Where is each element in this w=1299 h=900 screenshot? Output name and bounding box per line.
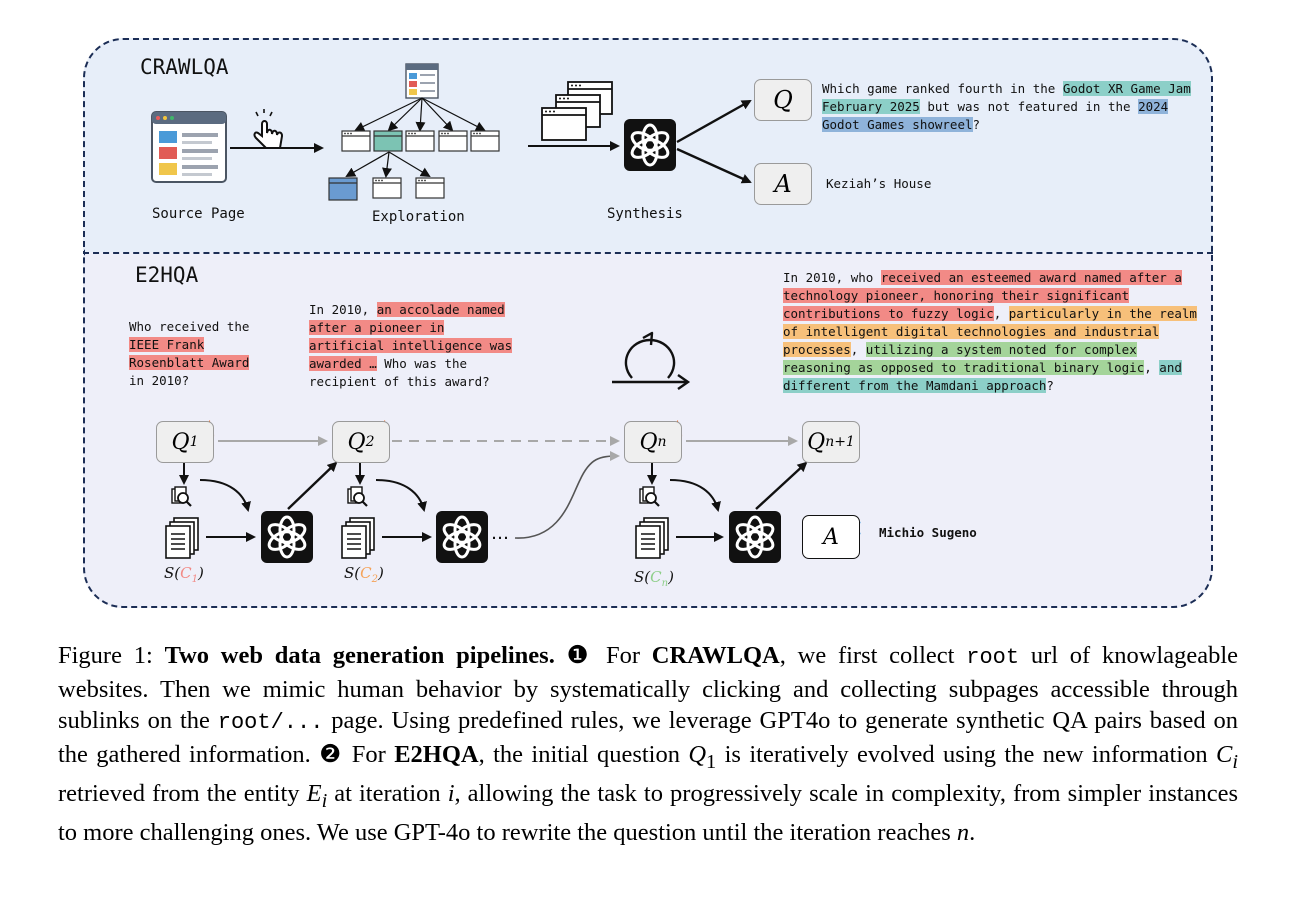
crawlqa-question-part-0: Which game ranked fourth in the — [822, 81, 1063, 96]
caption-e2hqa: E2HQA — [394, 740, 479, 768]
figure-caption: Figure 1: Two web data generation pipeli… — [58, 642, 1239, 847]
exploration-label: Exploration — [372, 209, 465, 225]
documents-icon-n — [635, 517, 669, 559]
search-icon-n — [638, 485, 661, 508]
final-answer-text: Michio Sugeno — [879, 525, 977, 540]
search-icon-1 — [170, 485, 193, 508]
caption-marker-1: ❶ — [566, 642, 595, 669]
q1-part-0: Who received the — [129, 319, 250, 334]
question-box: Q — [754, 79, 812, 121]
qn-part-4: , — [850, 342, 866, 357]
synthesis-label: Synthesis — [607, 206, 683, 222]
caption-code-root-dots: root/... — [217, 710, 324, 735]
gpt-synthesis-icon — [622, 117, 678, 173]
q1-part-1: IEEE Frank Rosenblatt Award — [129, 337, 250, 370]
crawlqa-question-text: Which game ranked fourth in the Godot XR… — [822, 80, 1192, 134]
crawlqa-question-part-4: ? — [972, 117, 981, 132]
arrow-to-a — [676, 147, 752, 184]
documents-icon-2 — [341, 517, 375, 559]
question-letter: Q — [773, 86, 793, 114]
s-label-c1: S(C1) — [164, 564, 204, 585]
q1-question-text: Who received the IEEE Frank Rosenblatt A… — [129, 318, 271, 390]
caption-crawlqa: CRAWLQA — [651, 642, 780, 669]
crawlqa-title: CRAWLQA — [140, 55, 229, 79]
documents-icon-1 — [165, 517, 199, 559]
crawlqa-answer-text: Keziah’s House — [826, 176, 932, 191]
qn-part-6: , — [1144, 360, 1160, 375]
caption-marker-2: ❷ — [319, 740, 344, 768]
qn-part-2: , — [993, 306, 1009, 321]
s-label-cn: S(Cn) — [634, 568, 674, 589]
click-hand-icon — [253, 109, 284, 149]
source-page-label: Source Page — [152, 206, 245, 222]
s-label-c2: S(C2) — [344, 564, 384, 585]
iteration-loop-icon — [612, 331, 691, 390]
answer-box: A — [754, 163, 812, 205]
synthesis-windows-icon — [541, 81, 613, 141]
diagram-graphics — [151, 63, 861, 565]
node-final-answer: A — [802, 515, 860, 559]
q2-part-2: Who was the recipient of this award? — [309, 356, 490, 389]
gpt-icon-n — [727, 509, 783, 565]
q2-part-0: In 2010, — [309, 302, 377, 317]
arrow-to-q — [676, 99, 752, 144]
search-icon-2 — [346, 485, 369, 508]
e2hqa-title: E2HQA — [135, 263, 199, 287]
crawlqa-question-part-2: but was not featured in the — [919, 99, 1139, 114]
gpt-icon-1 — [259, 509, 315, 565]
gpt-icon-2 — [434, 509, 490, 565]
qn-part-0: In 2010, who — [783, 270, 881, 285]
caption-code-root: root — [966, 645, 1020, 670]
ellipsis: … — [491, 523, 509, 544]
q2-question-text: In 2010, an accolade named after a pione… — [309, 301, 523, 391]
q1-part-2: in 2010? — [129, 373, 190, 388]
qn-question-text: In 2010, who received an esteemed award … — [783, 269, 1211, 395]
answer-letter: A — [774, 170, 792, 198]
qn-part-8: ? — [1046, 378, 1054, 393]
exploration-tree — [328, 63, 500, 201]
caption-figure-label: Figure 1: — [58, 642, 153, 669]
caption-bold-title: Two web data generation pipelines. — [164, 642, 555, 669]
source-page-icon — [151, 111, 227, 183]
